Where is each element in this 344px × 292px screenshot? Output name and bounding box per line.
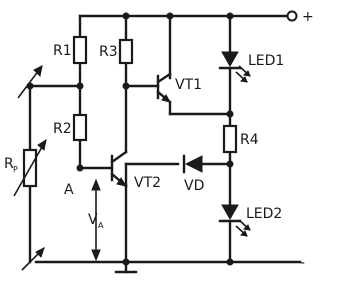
resistor-r3: R3	[99, 38, 134, 65]
svg-text:R: R	[4, 156, 14, 172]
svg-text:R2: R2	[53, 121, 72, 137]
negative-terminal: -	[300, 255, 305, 271]
svg-text:P: P	[13, 165, 18, 174]
transistor-vt1: VT1	[156, 72, 202, 104]
svg-text:+: +	[302, 9, 314, 25]
svg-text:LED2: LED2	[246, 206, 282, 222]
adjust-arrow-bottom	[21, 247, 45, 271]
svg-text:VT2: VT2	[134, 175, 161, 191]
svg-text:LED1: LED1	[248, 53, 284, 69]
resistor-r2: R2	[53, 113, 88, 142]
svg-text:A: A	[64, 182, 74, 198]
diode-vd: VD	[182, 154, 204, 194]
svg-text:R3: R3	[99, 44, 118, 60]
wires	[28, 14, 302, 274]
voltage-va-indicator: V A	[88, 178, 104, 262]
junction-dots	[26, 12, 234, 266]
svg-text:A: A	[98, 221, 104, 230]
svg-text:R1: R1	[53, 43, 72, 59]
led1: LED1	[218, 51, 284, 83]
transistor-vt2: VT2	[110, 150, 161, 191]
led2: LED2	[218, 204, 282, 237]
svg-text:V: V	[88, 212, 98, 228]
adjust-arrow-top	[17, 65, 43, 99]
svg-text:-: -	[300, 255, 305, 271]
potentiometer-rp: R P	[4, 138, 47, 197]
svg-text:VD: VD	[184, 178, 204, 194]
svg-text:VT1: VT1	[175, 77, 202, 93]
positive-terminal: +	[286, 9, 314, 25]
resistor-r1: R1	[53, 35, 88, 65]
resistor-r4: R4	[222, 124, 259, 154]
svg-text:R4: R4	[240, 132, 259, 148]
node-a: A	[64, 182, 74, 198]
